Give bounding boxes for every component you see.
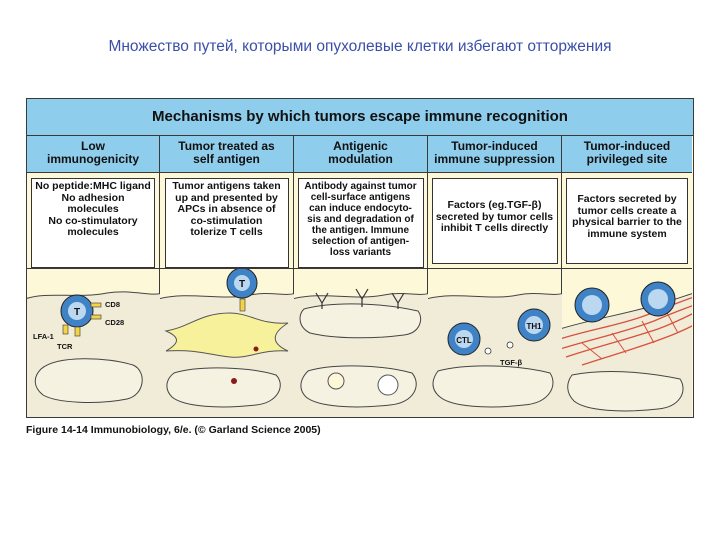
text-line: No peptide:MHC ligand bbox=[35, 180, 151, 192]
text-line: Factors (eg.TGF-β) bbox=[447, 199, 542, 211]
col-heading-privileged-site: Tumor-induced privileged site bbox=[562, 136, 692, 173]
illustration-self-antigen: T bbox=[157, 267, 297, 420]
col-text-cell: Factors secreted by tumor cells create a… bbox=[562, 173, 692, 269]
fibrous-barrier-shape bbox=[581, 310, 679, 360]
text-line: selection of antigen- bbox=[311, 236, 410, 247]
text-line: Factors secreted by bbox=[577, 193, 677, 205]
tcr-receptor-shape bbox=[239, 298, 246, 312]
text-line: can induce endocyto- bbox=[309, 203, 412, 214]
col-heading-antigenic-modulation: Antigenic modulation bbox=[294, 136, 428, 173]
ctl-nucleus-shape bbox=[455, 330, 473, 348]
tumor-cell-upper-shape bbox=[299, 303, 422, 339]
tumor-cell-shape bbox=[432, 365, 554, 408]
text-line: No adhesion molecules bbox=[61, 191, 125, 215]
col-heading-line: immunogenicity bbox=[46, 152, 139, 166]
text-line: Tumor antigens taken bbox=[172, 180, 281, 192]
antibody-icon bbox=[391, 292, 405, 309]
mechanism-text-box: Factors secreted by tumor cells create a… bbox=[566, 178, 688, 264]
antibody-icon bbox=[355, 288, 369, 307]
col-heading-low-immunogenicity: Low immunogenicity bbox=[27, 136, 160, 173]
t-cell-nucleus-shape bbox=[68, 302, 86, 320]
mechanism-text-box: No peptide:MHC ligand No adhesion molecu… bbox=[31, 178, 155, 268]
text-line: secreted by tumor cells bbox=[435, 210, 554, 223]
figure-header: Mechanisms by which tumors escape immune… bbox=[27, 99, 693, 136]
text-line: molecules bbox=[67, 226, 119, 238]
mechanism-text-box: Factors (eg.TGF-β) secreted by tumor cel… bbox=[431, 178, 558, 264]
cd28-receptor-shape bbox=[90, 314, 102, 320]
col-heading-line: modulation bbox=[328, 152, 393, 166]
col-text-cell: No peptide:MHC ligand No adhesion molecu… bbox=[27, 173, 160, 269]
tgf-label: TGF-β bbox=[500, 358, 522, 367]
text-line: loss variants bbox=[329, 247, 392, 258]
col-heading-line: privileged site bbox=[586, 152, 668, 166]
text-line: the antigen. Immune bbox=[311, 225, 410, 236]
th1-label: TH1 bbox=[526, 322, 542, 331]
t-cell-nucleus-shape bbox=[234, 275, 250, 291]
text-line: inhibit T cells directly bbox=[440, 222, 549, 234]
text-line: tumor cells create a bbox=[577, 204, 677, 217]
t-cell-label: T bbox=[239, 279, 245, 290]
tumor-cell-shape bbox=[567, 371, 684, 412]
t-cell-nucleus-shape bbox=[582, 295, 602, 315]
lysosome-shape bbox=[377, 374, 399, 396]
t-cell-nucleus-shape bbox=[648, 289, 668, 309]
text-line: up and presented by bbox=[175, 191, 278, 204]
antigen-dot-shape bbox=[231, 378, 237, 384]
col-text-cell: Antibody against tumor cell-surface anti… bbox=[294, 173, 428, 269]
text-line: immune system bbox=[587, 227, 667, 240]
figure-caption: Figure 14-14 Immunobiology, 6/e. (© Garl… bbox=[26, 424, 321, 436]
text-line: tolerize T cells bbox=[190, 226, 263, 238]
tcr-receptor-shape bbox=[74, 326, 81, 337]
text-line: cell-surface antigens bbox=[310, 192, 411, 203]
cd28-label: CD28 bbox=[105, 318, 124, 327]
col-heading-line: immune suppression bbox=[434, 152, 555, 166]
endosome-shape bbox=[327, 372, 345, 390]
apc-shape bbox=[164, 312, 289, 358]
illustration-antigenic-modulation bbox=[291, 269, 431, 420]
col-heading-line: Low bbox=[81, 139, 105, 153]
tumor-cell-shape bbox=[34, 358, 143, 403]
text-line: No co-stimulatory bbox=[48, 214, 138, 227]
cd8-label: CD8 bbox=[105, 300, 120, 309]
t-cell-label: T bbox=[74, 307, 80, 318]
mechanism-text-box: Antibody against tumor cell-surface anti… bbox=[297, 178, 424, 268]
col-text-cell: Factors (eg.TGF-β) secreted by tumor cel… bbox=[428, 173, 562, 269]
illustration-low-immunogenicity: T CD8 CD28 LFA-1 TCR bbox=[24, 269, 163, 420]
mechanism-text-box: Tumor antigens taken up and presented by… bbox=[164, 178, 289, 268]
col-heading-line: self antigen bbox=[193, 152, 260, 166]
col-heading-line: Tumor-induced bbox=[583, 139, 671, 153]
antigen-dot-shape bbox=[253, 346, 259, 352]
col-heading-immune-suppression: Tumor-induced immune suppression bbox=[428, 136, 562, 173]
col-text-cell: Tumor antigens taken up and presented by… bbox=[160, 173, 294, 269]
slide-title: Множество путей, которыми опухолевые кле… bbox=[108, 38, 612, 55]
tgf-molecule-shape bbox=[506, 341, 514, 349]
text-line: APCs in absence of bbox=[177, 203, 276, 215]
lfa1-receptor-shape bbox=[62, 324, 69, 335]
illustration-privileged-site bbox=[559, 269, 695, 420]
illustration-immune-suppression: CTL TH1 TGF-β bbox=[425, 269, 565, 420]
lfa1-label: LFA-1 bbox=[33, 332, 54, 341]
text-line: co-stimulation bbox=[190, 214, 263, 227]
text-line: Antibody against tumor bbox=[304, 181, 417, 192]
antibody-icon bbox=[315, 292, 329, 309]
text-line: physical barrier to the bbox=[572, 216, 682, 228]
tcr-label: TCR bbox=[57, 342, 73, 351]
col-heading-line: Tumor-induced bbox=[451, 139, 538, 153]
th1-nucleus-shape bbox=[525, 316, 543, 334]
col-heading-line: Tumor treated as bbox=[178, 139, 275, 153]
col-heading-self-antigen: Tumor treated as self antigen bbox=[160, 136, 294, 173]
tgf-molecule-shape bbox=[484, 347, 492, 355]
figure-panel: Mechanisms by which tumors escape immune… bbox=[24, 98, 695, 420]
text-line: sis and degradation of bbox=[307, 214, 414, 225]
tumor-cell-lower-shape bbox=[300, 365, 417, 408]
ctl-label: CTL bbox=[456, 336, 472, 345]
cd8-receptor-shape bbox=[90, 302, 102, 308]
col-heading-line: Antigenic bbox=[333, 139, 388, 153]
tumor-cell-shape bbox=[166, 367, 281, 408]
